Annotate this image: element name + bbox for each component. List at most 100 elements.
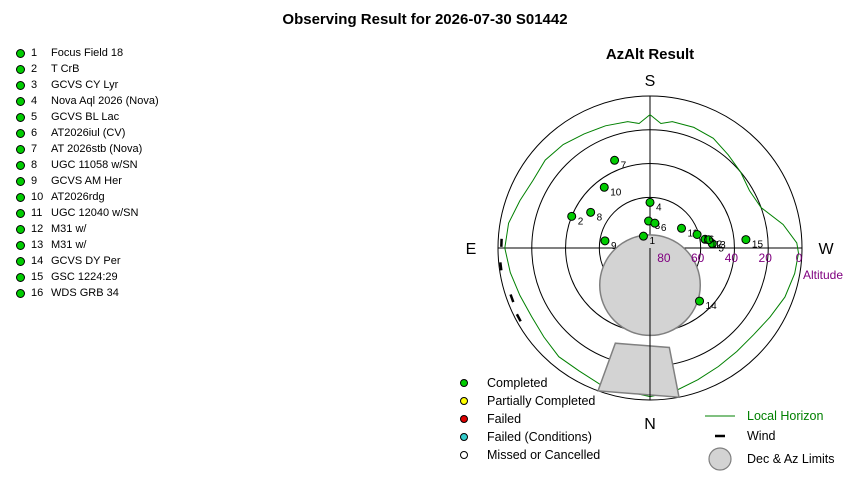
legend-dot-icon	[460, 379, 468, 387]
legend-status-item: Partially Completed	[460, 392, 600, 410]
target-list-item: 2 T CrB	[16, 61, 159, 77]
plot-title: AzAlt Result	[605, 46, 695, 63]
target-list-item: 3 GCVS CY Lyr	[16, 77, 159, 93]
target-marker-label: 10	[610, 187, 622, 198]
target-marker	[610, 155, 620, 165]
horizon-line-icon	[705, 414, 735, 418]
target-marker	[599, 182, 609, 192]
target-number: 12	[31, 223, 44, 235]
target-list-item: 4 Nova Aql 2026 (Nova)	[16, 93, 159, 109]
target-number: 9	[31, 175, 38, 187]
target-name: M31 w/	[51, 239, 87, 251]
target-marker-label: 4	[656, 202, 662, 213]
target-number: 16	[31, 287, 44, 299]
legend-dot-icon	[460, 433, 468, 441]
legend-limits-label: Dec & Az Limits	[747, 452, 835, 466]
target-marker	[695, 296, 705, 306]
target-number: 10	[31, 191, 44, 203]
legend-status-label: Failed (Conditions)	[487, 430, 592, 444]
legend-status-item: Failed	[460, 410, 600, 428]
target-name: Focus Field 18	[51, 47, 124, 59]
status-dot-icon	[16, 208, 25, 218]
target-name: GCVS BL Lac	[51, 111, 120, 123]
target-name: T CrB	[51, 63, 80, 75]
status-dot-icon	[16, 272, 25, 282]
target-name: UGC 11058 w/SN	[51, 159, 138, 171]
legend-status-label: Failed	[487, 412, 522, 426]
legend-status-item: Failed (Conditions)	[460, 428, 600, 446]
wind-dash-icon	[705, 433, 735, 439]
legend-status-item: Completed	[460, 374, 600, 392]
target-list-item: 5 GCVS BL Lac	[16, 109, 159, 125]
status-dot-icon	[16, 48, 25, 58]
target-number: 3	[31, 79, 38, 91]
legend-status-label: Partially Completed	[487, 394, 596, 408]
target-number: 2	[31, 63, 38, 75]
target-list: 1 Focus Field 18 2 T CrB 3 GCVS CY Lyr 4 Nova A…	[16, 45, 159, 301]
target-marker	[704, 235, 714, 245]
target-marker-label: 16	[703, 234, 715, 245]
legend-local-horizon-label: Local Horizon	[747, 409, 824, 423]
target-marker-label: 7	[621, 160, 627, 171]
status-dot-icon	[16, 192, 25, 202]
local-horizon-line	[504, 113, 800, 398]
altitude-tick-label: 40	[725, 251, 739, 265]
target-marker	[645, 197, 655, 207]
target-marker-label: 8	[597, 212, 603, 223]
page-title: Observing Result for 2026-07-30 S01442	[282, 11, 568, 28]
compass-north: N	[644, 416, 656, 433]
target-number: 7	[31, 143, 38, 155]
altitude-tick-label: 20	[759, 251, 773, 265]
az-limit-region	[596, 342, 680, 399]
status-dot-icon	[16, 128, 25, 138]
target-number: 14	[31, 255, 44, 267]
legend-local-horizon: Local Horizon	[705, 406, 835, 426]
status-dot-icon	[16, 96, 25, 106]
target-number: 4	[31, 95, 38, 107]
target-marker-label: 14	[706, 301, 718, 312]
status-dot-icon	[16, 176, 25, 186]
target-marker-label: 12	[711, 239, 723, 250]
compass-west: W	[818, 241, 834, 258]
target-name: UGC 12040 w/SN	[51, 207, 139, 219]
target-number: 1	[31, 47, 38, 59]
target-marker-label: 6	[661, 223, 667, 234]
target-list-item: 16 WDS GRB 34	[16, 285, 159, 301]
target-marker	[638, 231, 648, 241]
legend-wind-label: Wind	[747, 429, 776, 443]
target-name: AT2026rdg	[51, 191, 105, 203]
target-marker-label: 15	[752, 240, 764, 251]
target-name: M31 w/	[51, 223, 87, 235]
target-name: WDS GRB 34	[51, 287, 119, 299]
plot-legend: Local Horizon Wind Dec & Az Limits	[705, 406, 835, 472]
altitude-axis-label: Altitude	[803, 268, 843, 282]
legend-dot-icon	[460, 415, 468, 423]
target-marker	[692, 229, 702, 239]
legend-status-item: Missed or Cancelled	[460, 446, 600, 464]
target-marker	[586, 207, 596, 217]
target-number: 5	[31, 111, 38, 123]
altitude-tick-label: 60	[691, 251, 705, 265]
target-number: 8	[31, 159, 38, 171]
target-name: Nova Aql 2026 (Nova)	[51, 95, 159, 107]
target-number: 6	[31, 127, 38, 139]
target-number: 11	[31, 207, 43, 219]
target-list-item: 12 M31 w/	[16, 221, 159, 237]
target-marker	[677, 223, 687, 233]
compass-south: S	[645, 73, 656, 90]
limits-circle-icon	[705, 446, 735, 472]
status-dot-icon	[16, 144, 25, 154]
wind-mark	[515, 313, 522, 322]
legend-dot-icon	[460, 397, 468, 405]
target-name: GCVS CY Lyr	[51, 79, 119, 91]
legend-status-label: Completed	[487, 376, 548, 390]
wind-mark	[509, 294, 515, 303]
status-dot-icon	[16, 112, 25, 122]
